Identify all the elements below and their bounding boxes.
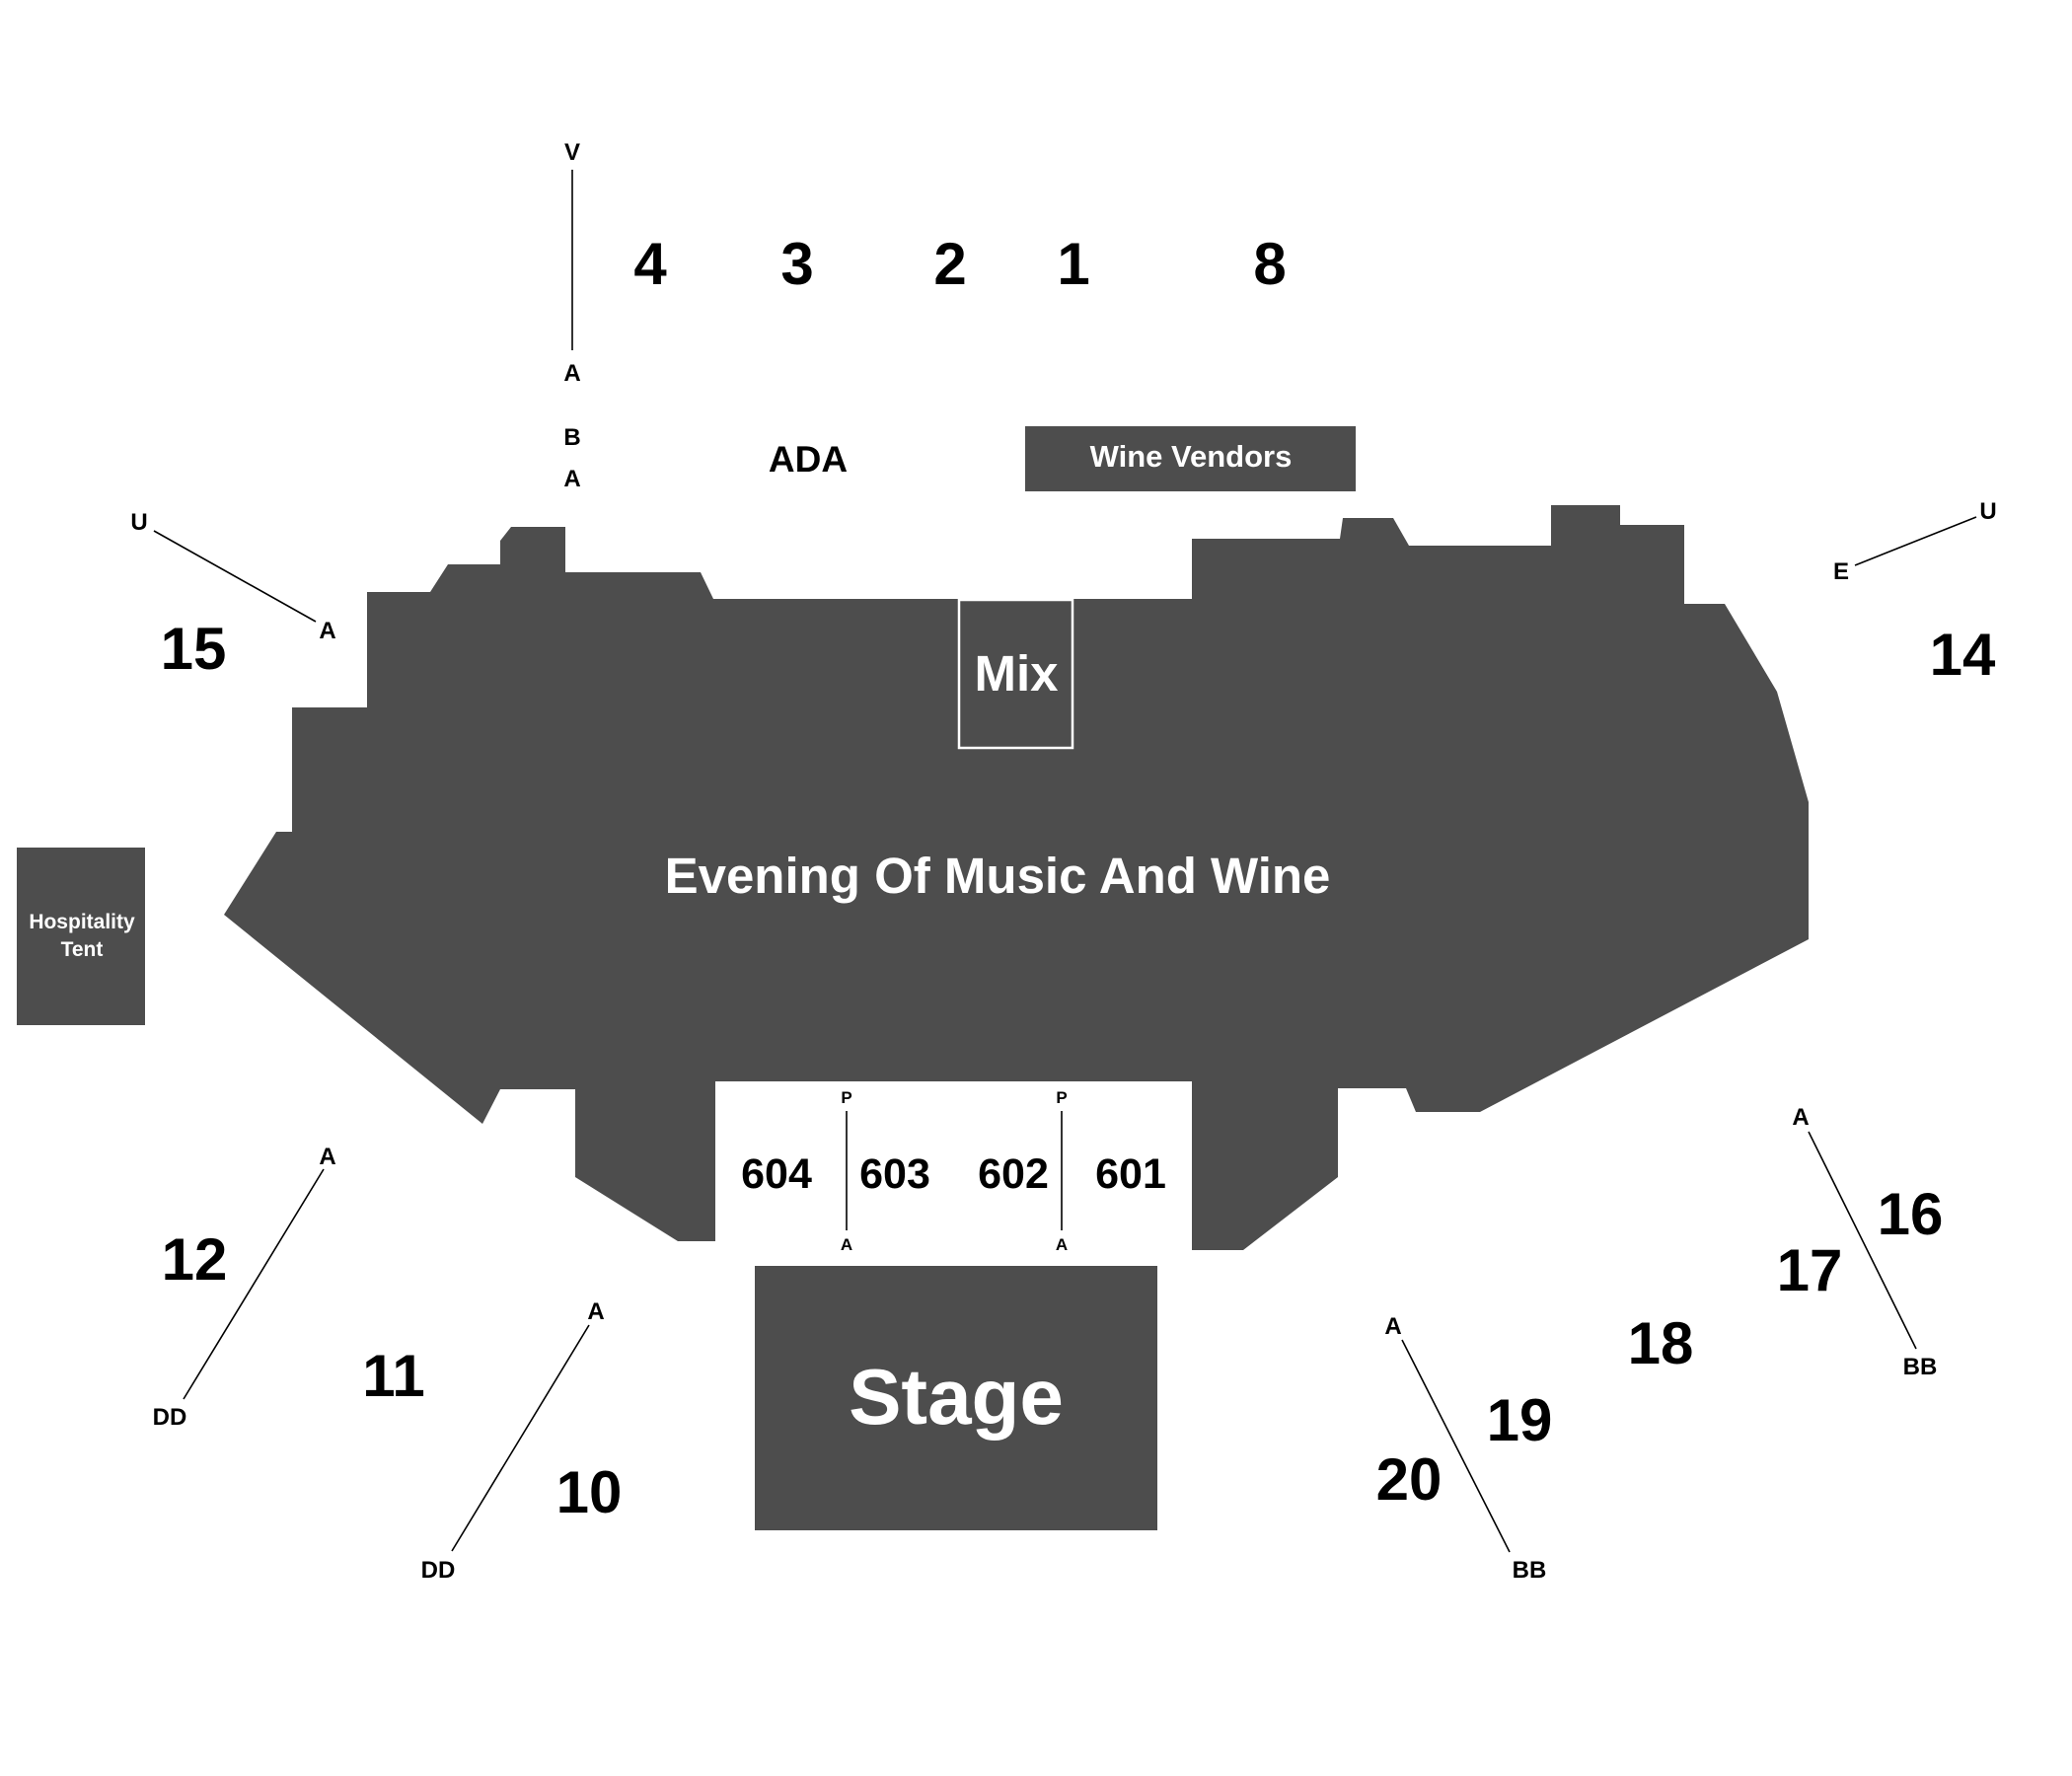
row-label-top-a2: A <box>563 466 580 492</box>
stage <box>755 1266 1157 1530</box>
section-11[interactable]: 11 <box>362 1343 424 1409</box>
row-label-15-u: U <box>130 509 147 536</box>
section-19[interactable]: 19 <box>1487 1387 1553 1453</box>
mix-booth[interactable] <box>957 598 1074 750</box>
stage-label: Stage <box>849 1353 1064 1441</box>
row-label-20-a: A <box>1384 1313 1401 1340</box>
section-603[interactable]: 603 <box>859 1150 930 1198</box>
main-floor-area[interactable] <box>224 505 1809 1250</box>
section-2[interactable]: 2 <box>933 231 966 297</box>
row-line-15 <box>153 530 317 623</box>
section-10[interactable]: 10 <box>556 1459 623 1525</box>
row-label-15-a: A <box>319 618 335 644</box>
row-label-20-bb: BB <box>1513 1557 1547 1584</box>
row-label-16-a: A <box>1792 1104 1809 1131</box>
wine-vendors-area[interactable] <box>1025 426 1356 491</box>
row-label-pit-right-a: A <box>1056 1235 1068 1254</box>
section-604[interactable]: 604 <box>741 1150 812 1198</box>
section-15[interactable]: 15 <box>161 616 227 682</box>
section-16[interactable]: 16 <box>1878 1181 1944 1247</box>
row-label-16-bb: BB <box>1903 1354 1938 1380</box>
event-title: Evening Of Music And Wine <box>665 848 1331 904</box>
section-601[interactable]: 601 <box>1095 1150 1166 1198</box>
row-label-10-dd: DD <box>421 1557 456 1584</box>
section-1[interactable]: 1 <box>1057 231 1089 297</box>
row-label-pit-left-p: P <box>841 1088 851 1107</box>
row-line-20 <box>1401 1339 1511 1553</box>
row-label-top-b: B <box>563 424 580 451</box>
row-line-10 <box>451 1324 590 1552</box>
mix-label: Mix <box>974 645 1058 702</box>
row-label-12-dd: DD <box>153 1404 187 1431</box>
row-label-14-e: E <box>1833 558 1849 585</box>
row-label-14-u: U <box>1979 498 1996 525</box>
section-14[interactable]: 14 <box>1930 622 1996 688</box>
row-label-top-a: A <box>563 360 580 387</box>
row-label-top-v: V <box>564 139 580 166</box>
section-18[interactable]: 18 <box>1628 1310 1694 1376</box>
row-label-pit-left-a: A <box>841 1235 852 1254</box>
row-line-12 <box>183 1168 325 1400</box>
row-label-10-a: A <box>587 1298 604 1325</box>
section-602[interactable]: 602 <box>978 1150 1049 1198</box>
section-4[interactable]: 4 <box>633 231 667 297</box>
row-line-16 <box>1808 1131 1917 1350</box>
row-label-pit-right-p: P <box>1056 1088 1067 1107</box>
section-20[interactable]: 20 <box>1376 1446 1443 1513</box>
hospitality-tent[interactable] <box>17 848 145 1025</box>
section-12[interactable]: 12 <box>162 1226 228 1293</box>
section-3[interactable]: 3 <box>780 231 813 297</box>
section-8[interactable]: 8 <box>1253 231 1286 297</box>
row-line-14 <box>1854 516 1977 566</box>
wine-vendors-label: Wine Vendors <box>1090 439 1293 474</box>
section-17[interactable]: 17 <box>1777 1237 1843 1303</box>
ada-label[interactable]: ADA <box>769 439 848 480</box>
row-label-12-a: A <box>319 1144 335 1170</box>
